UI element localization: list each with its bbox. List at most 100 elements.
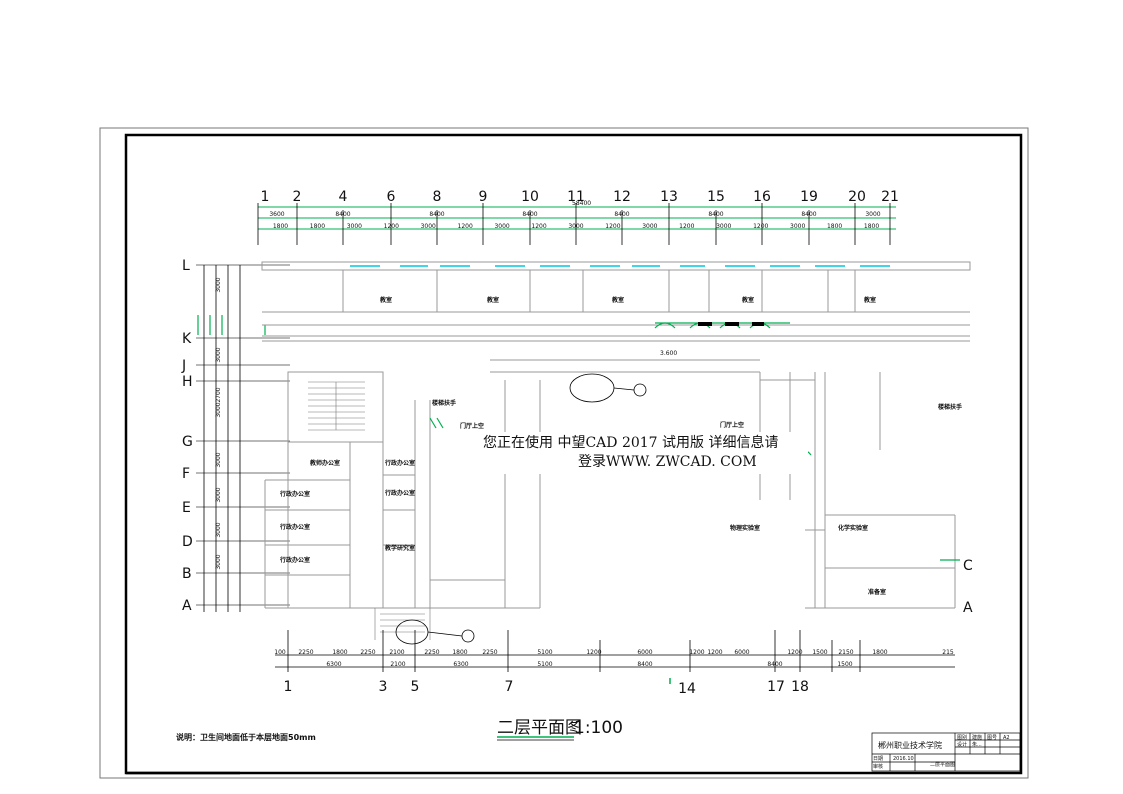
svg-text:教师办公室: 教师办公室 — [309, 459, 340, 467]
svg-text:教室: 教室 — [741, 296, 754, 304]
top-dim-text: 8400 — [429, 211, 444, 218]
top-dim-text: 3000 — [790, 223, 805, 230]
overall-dimension: 58400 — [572, 200, 591, 207]
svg-text:行政办公室: 行政办公室 — [384, 489, 415, 497]
bottom-dim-text: 5100 — [537, 649, 552, 656]
top-dim-text: 3000 — [494, 223, 509, 230]
watermark-bg — [478, 432, 808, 474]
svg-text:物理实验室: 物理实验室 — [730, 524, 760, 532]
svg-text:门厅上空: 门厅上空 — [460, 422, 484, 430]
svg-text:行政办公室: 行政办公室 — [279, 523, 310, 531]
bottom-dim-text: 2250 — [360, 649, 375, 656]
bottom-dim-text: 2150 — [838, 649, 853, 656]
left-axis-label: B — [182, 566, 192, 582]
top-axis-label: 9 — [479, 189, 488, 205]
bottom-axis-label: 1 — [284, 679, 293, 695]
top-axis-label: 15 — [707, 189, 725, 205]
bottom-dim-text: 6000 — [734, 649, 749, 656]
left-axis-label: J — [181, 358, 186, 374]
bottom-axis-label: 7 — [505, 679, 514, 695]
title-block-cell: 设计 — [957, 741, 967, 748]
left-dim-text: 3000 — [215, 522, 222, 537]
svg-text:教室: 教室 — [611, 296, 624, 304]
top-dim-text: 8400 — [522, 211, 537, 218]
top-dim-text: 8400 — [708, 211, 723, 218]
drawing-frame — [124, 133, 1023, 775]
top-dim-text: 8400 — [614, 211, 629, 218]
building-walls — [261, 261, 971, 609]
top-dim-text: 1200 — [531, 223, 546, 230]
left-green-marks — [197, 315, 266, 335]
top-axis-label: 8 — [433, 189, 442, 205]
bottom-dim-text: 6300 — [326, 661, 341, 668]
top-dim-text: 1200 — [458, 223, 473, 230]
top-dim-text: 1800 — [827, 223, 842, 230]
top-axis-label: 11 — [567, 189, 585, 205]
top-axis-label: 2 — [293, 189, 302, 205]
bottom-dim-text: 100 — [274, 649, 286, 656]
left-axis-label: D — [182, 534, 193, 550]
title-block-cell: 建施 — [972, 734, 982, 741]
svg-text:教学研究室: 教学研究室 — [384, 544, 415, 552]
top-dim-text: 1200 — [753, 223, 768, 230]
top-dim-text: 8400 — [801, 211, 816, 218]
bottom-dim-text: 8400 — [637, 661, 652, 668]
right-axis-label: C — [963, 558, 973, 574]
top-axis-label: 4 — [339, 189, 348, 205]
bottom-dim-text: 1800 — [872, 649, 887, 656]
left-dim-text: 3000 — [215, 452, 222, 467]
top-axis-label: 12 — [613, 189, 631, 205]
top-dim-text: 3000 — [865, 211, 880, 218]
top-dim-text: 3000 — [642, 223, 657, 230]
right-axis-label: A — [963, 600, 973, 616]
title-block-cell: 日期 — [873, 756, 883, 762]
bottom-dim-text: 1500 — [812, 649, 827, 656]
top-dim-text: 3000 — [421, 223, 436, 230]
bottom-dim-text: 6300 — [453, 661, 468, 668]
bottom-dim-text: 1200 — [787, 649, 802, 656]
left-axis-label: F — [182, 466, 190, 482]
left-dim-text: 3000 — [215, 347, 222, 362]
left-dim-text: 3000 — [215, 487, 222, 502]
right-axis-bubbles: CA — [963, 558, 973, 616]
top-dim-row2: 1800 1800 3000 1200 3000 1200 3000 1200 3000 1200… — [273, 223, 880, 230]
left-dim-text: 3000 — [215, 402, 222, 417]
bottom-axis-label: 5 — [411, 679, 420, 695]
bottom-dim-text: 1200 — [707, 649, 722, 656]
bottom-axis-label: 3 — [379, 679, 388, 695]
south-stair — [374, 608, 431, 640]
left-dim-lines — [203, 265, 241, 612]
main-stair — [308, 381, 365, 431]
top-dim-text: 1200 — [605, 223, 620, 230]
top-dim-text: 3600 — [269, 211, 284, 218]
bottom-dim-text: 1800 — [452, 649, 467, 656]
top-axis-label: 20 — [848, 189, 866, 205]
left-axis-label: K — [182, 331, 192, 347]
bottom-dim-text: 1200 — [586, 649, 601, 656]
bottom-dim-text: 1200 — [689, 649, 704, 656]
room-labels: 教室 教室 教室 教室 教室 教师办公室 行政办公室 行政办公室 行政办公室 行… — [279, 296, 962, 596]
bottom-dim-text: 8400 — [767, 661, 782, 668]
top-axis-label: 19 — [800, 189, 818, 205]
top-dim-text: 3000 — [568, 223, 583, 230]
svg-text:门厅上空: 门厅上空 — [720, 421, 744, 429]
bottom-dimension-lines — [275, 630, 955, 672]
title-block-school: 郴州职业技术学院 — [878, 740, 942, 750]
left-dim-text: 3000 — [215, 277, 222, 292]
svg-text:教室: 教室 — [379, 296, 392, 304]
sheet-border — [99, 127, 1029, 779]
top-dim-text: 1200 — [384, 223, 399, 230]
top-dim-text: 1800 — [864, 223, 879, 230]
svg-text:教室: 教室 — [863, 296, 876, 304]
top-dim-text: 3000 — [716, 223, 731, 230]
top-axis-label: 13 — [660, 189, 678, 205]
svg-text:教室: 教室 — [486, 296, 499, 304]
top-axis-label: 1 — [261, 189, 270, 205]
svg-text:行政办公室: 行政办公室 — [279, 490, 310, 498]
title-block-cell: 朱... — [972, 741, 982, 748]
svg-text:准备室: 准备室 — [868, 588, 886, 596]
